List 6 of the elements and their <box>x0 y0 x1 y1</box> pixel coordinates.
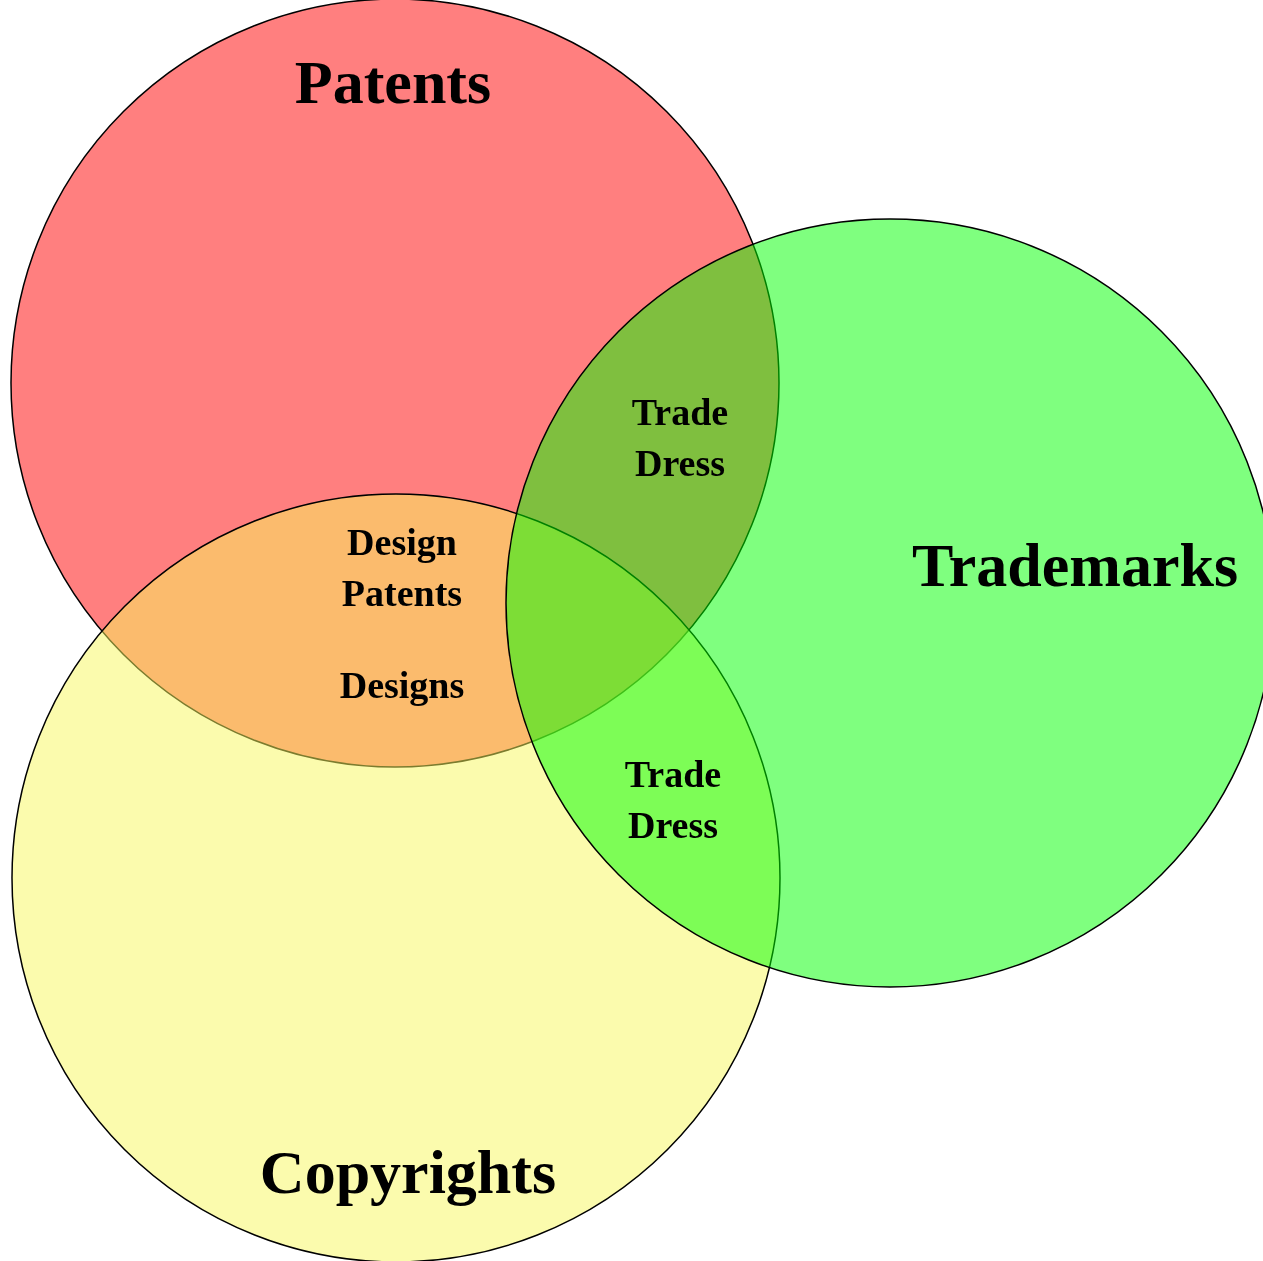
set-title: Trademarks <box>912 534 1238 596</box>
overlap-label: Trade Dress <box>623 752 723 848</box>
overlap-label: Design Patents <box>340 520 464 616</box>
overlap-label: Designs <box>338 662 466 708</box>
set-title: Patents <box>294 51 492 113</box>
overlap-label: Trade Dress <box>630 390 730 486</box>
